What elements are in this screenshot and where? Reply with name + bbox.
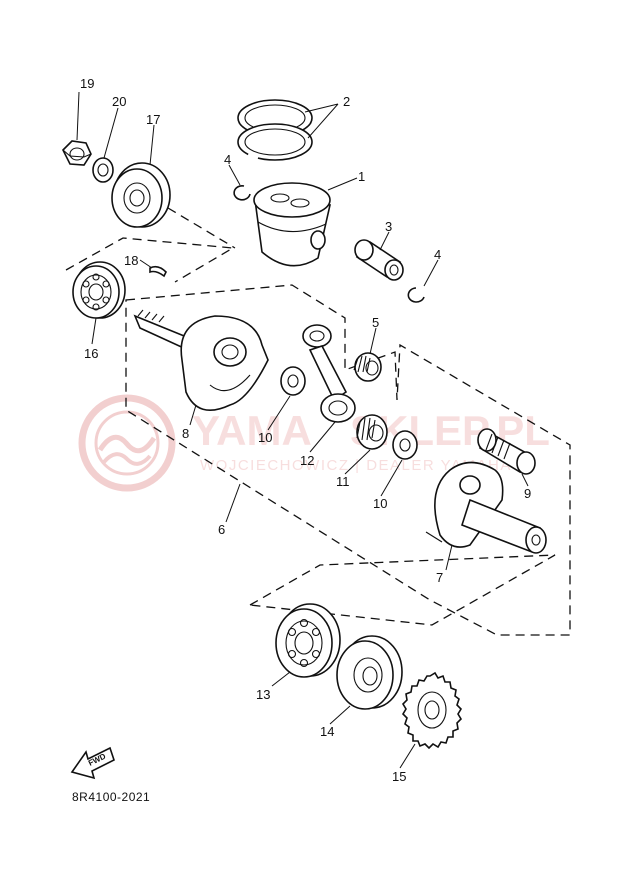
label-part-4-upper: 4	[224, 152, 231, 167]
watermark-brand: YAMA	[192, 407, 312, 454]
leader-lines	[76, 91, 529, 769]
label-part-4-lower: 4	[434, 247, 441, 262]
oil-seal-right	[336, 635, 403, 710]
label-part-3: 3	[385, 219, 392, 234]
label-part-1: 1	[358, 169, 365, 184]
circlip-lower	[407, 287, 425, 303]
label-part-11: 11	[336, 474, 350, 489]
crank-half-left	[133, 309, 269, 412]
primary-drive-gear	[401, 671, 463, 750]
piston-pin	[354, 239, 404, 281]
watermark-tagline: WOJCIECHOWICZ | DEALER YAMAHA	[200, 457, 512, 474]
lock-washer	[92, 157, 114, 183]
label-part-8: 8	[182, 426, 189, 441]
label-part-15: 15	[392, 769, 406, 784]
watermark: YAMA SKLEP.PL WOJCIECHOWICZ | DEALER YAM…	[78, 394, 550, 492]
label-part-12: 12	[300, 453, 314, 468]
catalog-code: 8R4100-2021	[72, 790, 151, 804]
assembly-outline-bearing-left	[65, 207, 236, 283]
label-part-14: 14	[320, 724, 334, 739]
label-part-19: 19	[80, 76, 94, 91]
crank-half-right	[425, 461, 547, 554]
label-part-16: 16	[84, 346, 98, 361]
piston	[253, 182, 331, 267]
assembly-outline-crankshaft	[125, 284, 571, 636]
label-part-20: 20	[112, 94, 126, 109]
label-part-13: 13	[256, 687, 270, 702]
label-part-10-left: 10	[258, 430, 272, 445]
bearing-right	[275, 603, 341, 678]
watermark-logo-icon	[78, 394, 176, 492]
assembly-outline-bearing-right	[247, 554, 556, 626]
label-part-2: 2	[343, 94, 350, 109]
label-part-6: 6	[218, 522, 225, 537]
label-part-9: 9	[524, 486, 531, 501]
label-part-5: 5	[372, 315, 379, 330]
forward-arrow-icon: FWD	[70, 746, 115, 780]
label-part-18: 18	[124, 253, 138, 268]
thrust-washer-right	[392, 430, 418, 460]
label-part-17: 17	[146, 112, 160, 127]
woodruff-key	[149, 265, 167, 278]
piston-rings	[237, 99, 313, 161]
bearing-left	[72, 261, 126, 319]
connecting-rod	[302, 324, 356, 423]
big-end-bearing	[356, 414, 388, 450]
label-part-10-right: 10	[373, 496, 387, 511]
part-labels: 2 4 1 3 4 5 6 7 8 9 10 10 11 12 13 14 15…	[80, 76, 531, 784]
thrust-washer-left	[280, 366, 306, 396]
circlip-upper	[233, 185, 251, 201]
nut	[62, 140, 92, 166]
small-end-bearing	[353, 352, 382, 382]
label-part-7: 7	[436, 570, 443, 585]
oil-seal	[111, 162, 171, 228]
crank-pin	[477, 428, 536, 475]
